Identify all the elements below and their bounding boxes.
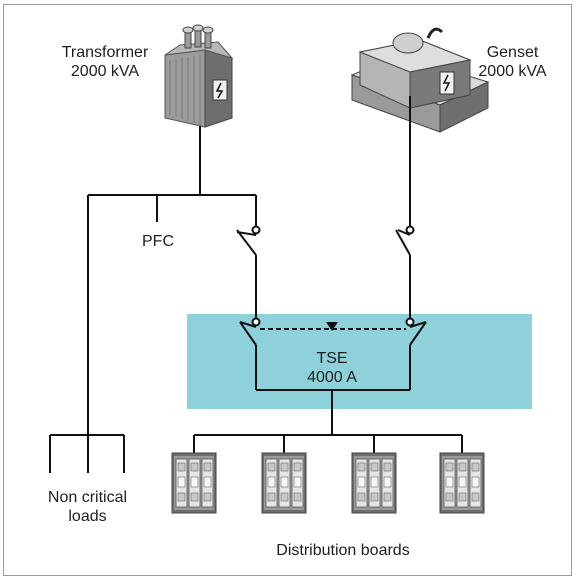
pfc-label: PFC (142, 233, 174, 250)
breaker-symbols (236, 225, 427, 346)
non-critical-line2: loads (68, 508, 107, 525)
transformer-rating: 2000 kVA (70, 63, 140, 80)
genset-rating: 2000 kVA (478, 63, 547, 80)
genset-label: Genset 2000 kVA (470, 43, 555, 81)
wiring (49, 96, 463, 473)
distribution-board-icon (351, 452, 397, 514)
transformer-icon (164, 24, 234, 128)
distribution-board-icon (171, 452, 217, 514)
generator-icon (350, 27, 490, 133)
distribution-boards-label: Distribution boards (276, 542, 410, 559)
tse-label: TSE 4000 A (292, 349, 372, 387)
genset-name: Genset (486, 44, 539, 61)
non-critical-loads-label: Non critical loads (30, 488, 145, 526)
distribution-boards (171, 452, 485, 514)
distribution-board-icon (439, 452, 485, 514)
distribution-board-icon (261, 452, 307, 514)
transformer-label: Transformer 2000 kVA (50, 43, 160, 81)
tse-rating: 4000 A (307, 369, 357, 386)
transformer-name: Transformer (61, 44, 149, 61)
tse-interlock-arrow (326, 322, 338, 331)
non-critical-line1: Non critical (47, 489, 128, 506)
tse-name: TSE (316, 350, 348, 367)
